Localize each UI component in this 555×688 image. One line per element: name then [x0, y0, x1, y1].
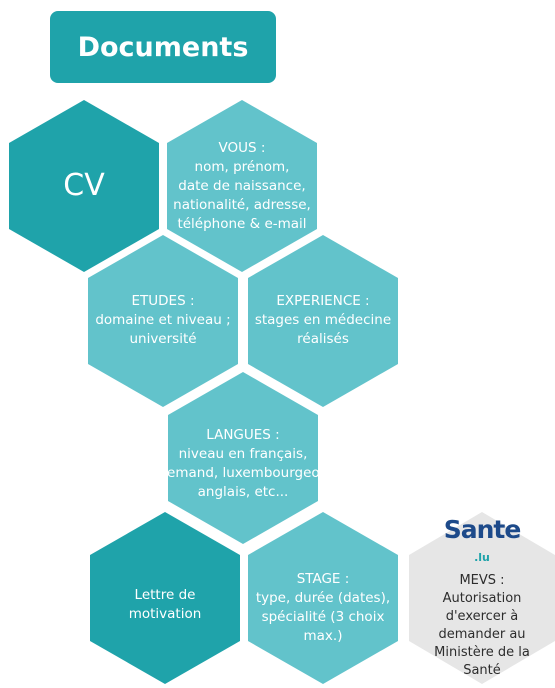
lettre-line: Lettre de	[134, 587, 196, 603]
langues-text-block: LANGUES : niveau en français, allemand, …	[151, 412, 334, 516]
etudes-text-block: ETUDES : domaine et niveau ; université	[88, 275, 238, 365]
hex-experience	[248, 235, 398, 407]
etudes-line: université	[129, 330, 197, 347]
etudes-line: domaine et niveau ;	[95, 311, 231, 328]
stage-line: spécialité (3 choix	[261, 609, 385, 625]
lettre-text-block: Lettre de motivation	[90, 565, 240, 645]
vous-line: date de naissance,	[178, 177, 306, 194]
vous-line: téléphone & e-mail	[177, 215, 307, 232]
vous-text-block: VOUS : nom, prénom, date de naissance, n…	[167, 126, 317, 246]
hex-lettre	[90, 512, 240, 684]
hex-cv	[9, 100, 159, 272]
sante-lu-logo: Sante .lu	[443, 515, 522, 572]
mevs-line: Autorisation	[442, 591, 522, 606]
hex-stage	[248, 512, 398, 684]
langues-line: allemand, luxembourgeois,	[151, 465, 335, 481]
vous-heading: VOUS :	[218, 139, 266, 156]
mevs-text-block: Sante .lu MEVS : Autorisation d'exercer à…	[411, 516, 553, 679]
experience-line: stages en médecine	[254, 311, 392, 328]
vous-line: nom, prénom,	[194, 158, 290, 175]
hex-vous	[167, 100, 317, 272]
documents-title-box: Documents	[50, 11, 276, 83]
langues-line: anglais, etc...	[197, 484, 289, 500]
hex-langues	[168, 372, 318, 544]
mevs-line: d'exercer à	[445, 609, 519, 624]
experience-line: réalisés	[297, 330, 349, 347]
mevs-line: Santé	[463, 663, 501, 678]
hex-mevs	[409, 512, 555, 684]
page-title: Documents	[77, 31, 249, 63]
mevs-line: demander au	[438, 627, 526, 642]
mevs-heading: MEVS :	[459, 573, 505, 588]
stage-line: type, durée (dates),	[255, 590, 391, 606]
sante-logo-suffix: .lu	[474, 551, 490, 564]
hex-etudes	[88, 235, 238, 407]
lettre-line: motivation	[128, 606, 202, 622]
langues-line: niveau en français,	[178, 446, 308, 462]
stage-heading: STAGE :	[296, 571, 350, 587]
stage-text-block: STAGE : type, durée (dates), spécialité …	[248, 560, 398, 656]
experience-text-block: EXPERIENCE : stages en médecine réalisés	[248, 275, 398, 365]
sante-logo-text: Sante	[443, 515, 522, 544]
stage-line: max.)	[303, 628, 343, 644]
experience-heading: EXPERIENCE :	[276, 292, 370, 309]
vous-line: nationalité, adresse,	[173, 196, 311, 213]
mevs-line: Ministère de la	[434, 645, 530, 660]
etudes-heading: ETUDES :	[131, 292, 195, 309]
langues-heading: LANGUES :	[206, 427, 280, 443]
cv-label: CV	[63, 168, 105, 203]
